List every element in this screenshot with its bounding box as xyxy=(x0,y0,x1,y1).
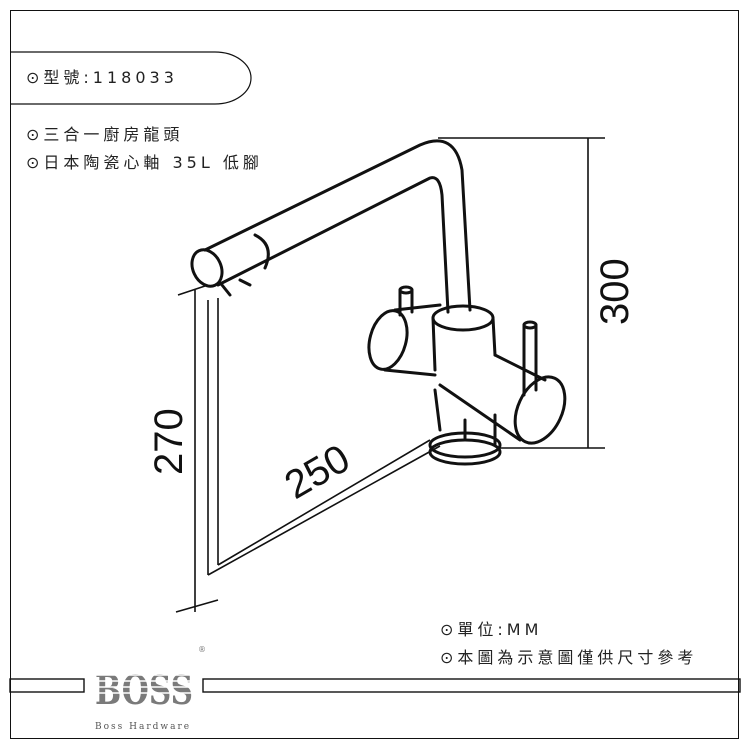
footer-bar-right xyxy=(202,678,741,693)
brand-subtitle: Boss Hardware xyxy=(95,722,192,732)
model-label-pill xyxy=(10,51,252,105)
unit-note: ⊙單位:MM xyxy=(440,620,543,639)
feature-1: ⊙三合一廚房龍頭 xyxy=(26,125,184,144)
svg-text:BOSS: BOSS xyxy=(95,667,193,714)
boss-logo: BOSS ® xyxy=(95,645,206,714)
drawing-frame xyxy=(10,10,739,739)
spout-height-dimension: 270 xyxy=(147,408,191,475)
height-dimension: 300 xyxy=(593,258,637,325)
reach-dimension: 250 xyxy=(278,436,358,507)
feature-2: ⊙日本陶瓷心軸 35L 低腳 xyxy=(26,153,263,172)
registered-mark: ® xyxy=(198,645,206,654)
model-number: ⊙型號:118033 xyxy=(26,68,178,87)
dimension-lines xyxy=(175,137,605,613)
faucet-drawing xyxy=(190,139,567,466)
footer-bar-left xyxy=(9,678,85,693)
disclaimer-note: ⊙本圖為示意圖僅供尺寸參考 xyxy=(440,648,698,667)
